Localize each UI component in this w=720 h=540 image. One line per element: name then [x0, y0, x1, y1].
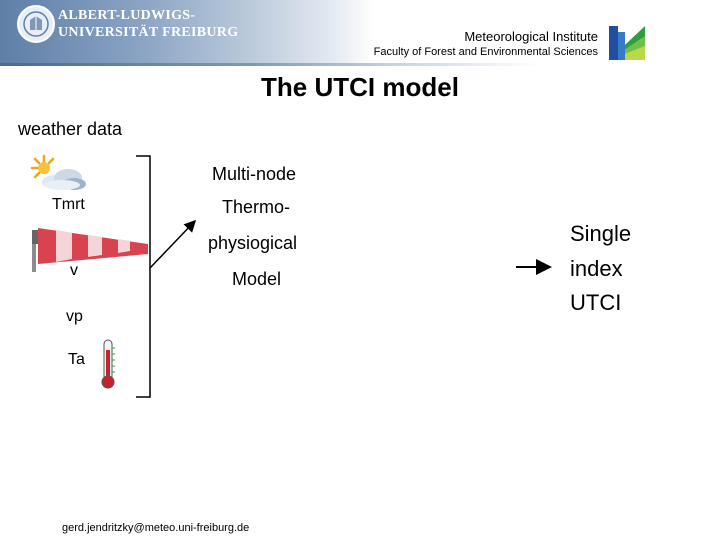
windsock-icon — [32, 228, 148, 272]
input-bracket — [136, 155, 151, 398]
header-divider — [0, 63, 720, 66]
result-text-line3: UTCI — [570, 290, 622, 315]
result-text-line2: index — [570, 256, 623, 281]
institute-logo-icon — [609, 26, 645, 60]
institute-name: Meteorological Institute — [464, 29, 598, 44]
input-label-v: v — [70, 262, 78, 279]
bracket-to-model-arrow-icon — [149, 219, 197, 269]
model-text-line3: physiogical — [208, 233, 298, 253]
faculty-name: Faculty of Forest and Environmental Scie… — [373, 46, 598, 58]
thermometer-icon — [101, 339, 115, 389]
model-text-line1: Multi-node — [212, 164, 297, 184]
result-text-line1: Single — [570, 221, 632, 246]
weather-data-heading: weather data — [18, 119, 123, 139]
header-banner — [0, 0, 720, 66]
footer-email: gerd.jendritzky@meteo.uni-freiburg.de — [62, 522, 250, 534]
input-label-tmrt: Tmrt — [52, 196, 85, 213]
model-text-line4: Model — [232, 269, 282, 289]
sun-cloud-icon — [30, 154, 86, 190]
input-label-vp: vp — [66, 308, 83, 325]
input-label-ta: Ta — [68, 351, 85, 368]
university-name-line2: UNIVERSITÄT FREIBURG — [58, 25, 239, 40]
university-seal-icon — [17, 5, 55, 43]
university-name-line1: ALBERT-LUDWIGS- — [58, 8, 196, 23]
slide-title: The UTCI model — [261, 72, 459, 102]
model-text-line2: Thermo- — [222, 197, 291, 217]
